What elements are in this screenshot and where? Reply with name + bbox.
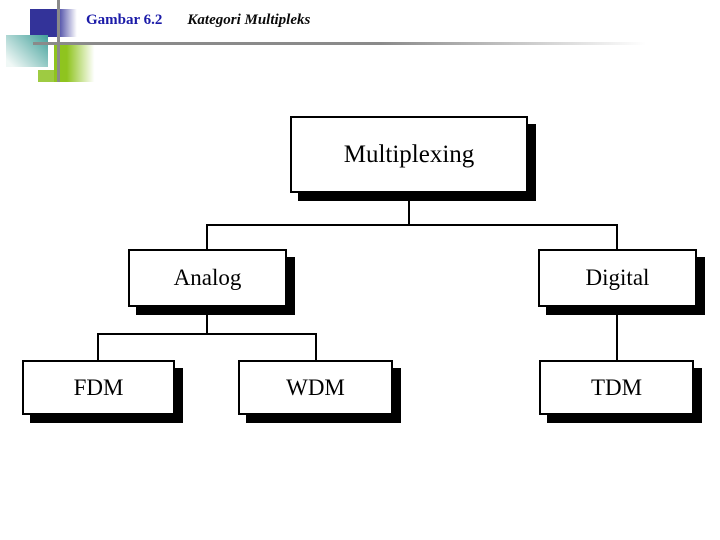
connector-analog-down <box>206 307 208 335</box>
node-multiplexing-label: Multiplexing <box>343 140 475 168</box>
decoration-green-foot <box>38 70 54 82</box>
node-wdm-label: WDM <box>286 374 345 400</box>
decoration-horizontal-line <box>33 42 665 45</box>
decoration-vertical-line <box>57 0 60 82</box>
decoration-blue-square <box>30 9 56 37</box>
node-digital: Digital <box>538 249 697 307</box>
node-analog: Analog <box>128 249 287 307</box>
node-wdm: WDM <box>238 360 393 415</box>
connector-top-branch <box>206 224 618 226</box>
connector-to-wdm <box>315 333 317 361</box>
node-fdm: FDM <box>22 360 175 415</box>
decoration-green-square <box>54 45 97 82</box>
connector-to-analog <box>206 224 208 250</box>
node-digital-label: Digital <box>585 265 650 290</box>
node-analog-label: Analog <box>173 265 242 290</box>
connector-multiplexing-down <box>408 200 410 226</box>
connector-to-tdm <box>616 307 618 361</box>
connector-to-digital <box>616 224 618 250</box>
connector-analog-branch <box>97 333 317 335</box>
figure-caption: Kategori Multipleks <box>187 12 311 28</box>
figure-number: Gambar 6.2 <box>86 12 163 28</box>
decoration-blue-gradient <box>56 9 78 37</box>
node-multiplexing: Multiplexing <box>290 116 528 193</box>
node-tdm-label: TDM <box>590 374 643 400</box>
connector-to-fdm <box>97 333 99 361</box>
slide-title: Gambar 6.2 Kategori Multipleks <box>86 12 310 29</box>
node-fdm-label: FDM <box>73 374 124 400</box>
node-tdm: TDM <box>539 360 694 415</box>
decoration-teal-square <box>6 35 48 67</box>
